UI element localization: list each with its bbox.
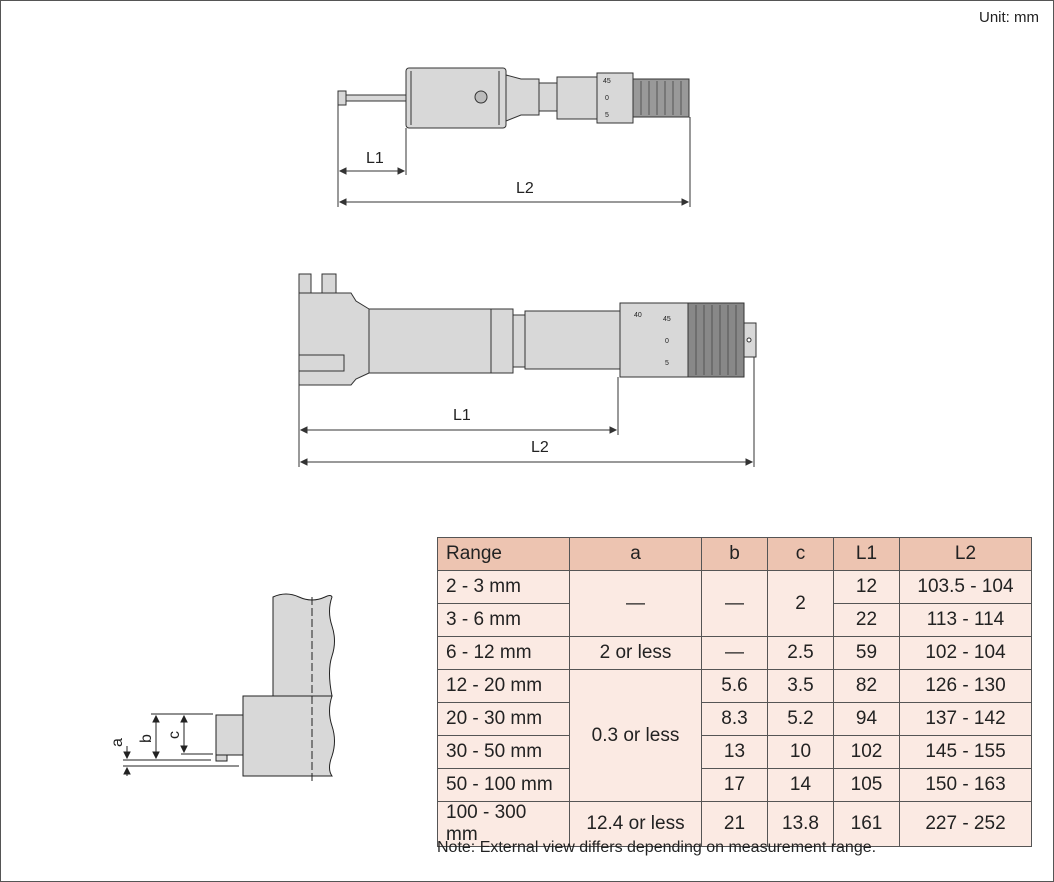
cell-range: 3 - 6 mm xyxy=(437,603,570,637)
anvil-detail-drawing xyxy=(215,593,335,783)
cell-range: 100 - 300 mm xyxy=(437,801,570,847)
scale-5: 5 xyxy=(665,360,669,367)
label-c: c xyxy=(166,731,183,739)
cell-b: 17 xyxy=(701,768,768,802)
label-l2: L2 xyxy=(531,439,549,456)
label-l1: L1 xyxy=(366,150,384,167)
cell-c: 2.5 xyxy=(767,636,834,670)
cell-l2: 102 - 104 xyxy=(899,636,1032,670)
header-a: a xyxy=(569,537,702,571)
cell-l2: 137 - 142 xyxy=(899,702,1032,736)
dimension-lines-2 xyxy=(298,357,755,467)
scale-45: 45 xyxy=(663,316,671,323)
label-a: a xyxy=(109,738,126,747)
cell-l1: 59 xyxy=(833,636,900,670)
label-l1: L1 xyxy=(453,407,471,424)
cell-a: 12.4 or less xyxy=(569,801,702,847)
table-row: 100 - 300 mm 12.4 or less 21 13.8 161 22… xyxy=(437,801,1032,847)
table-row: 50 - 100 mm 17 14 105 150 - 163 xyxy=(437,768,1032,802)
dimensions-table: Range a b c L1 L2 2 - 3 mm — — 2 12 103.… xyxy=(437,537,1032,847)
cell-range: 6 - 12 mm xyxy=(437,636,570,670)
cell-l1: 82 xyxy=(833,669,900,703)
scale-45: 45 xyxy=(603,78,611,85)
table-note: Note: External view differs depending on… xyxy=(437,839,877,856)
cell-l1: 12 xyxy=(833,570,900,604)
cell-b: 13 xyxy=(701,735,768,769)
table-row: 2 - 3 mm — — 2 12 103.5 - 104 xyxy=(437,570,1032,637)
cell-b: — xyxy=(701,570,768,637)
cell-range: 12 - 20 mm xyxy=(437,669,570,703)
table-row: 6 - 12 mm 2 or less — 2.5 59 102 - 104 xyxy=(437,636,1032,670)
table-row: 30 - 50 mm 13 10 102 145 - 155 xyxy=(437,735,1032,769)
gauge-drawing-large xyxy=(298,273,757,386)
cell-c: 5.2 xyxy=(767,702,834,736)
cell-l2: 103.5 - 104 xyxy=(899,570,1032,604)
detail-dimensions xyxy=(123,713,239,776)
scale-0: 0 xyxy=(665,338,669,345)
cell-a: 0.3 or less xyxy=(569,669,702,802)
cell-l2: 145 - 155 xyxy=(899,735,1032,769)
cell-b: — xyxy=(701,636,768,670)
scale-40: 40 xyxy=(634,312,642,319)
dimension-lines-1 xyxy=(337,105,691,207)
cell-l2: 150 - 163 xyxy=(899,768,1032,802)
table-row: 3 - 6 mm 22 113 - 114 xyxy=(437,603,1032,637)
cell-l1: 22 xyxy=(833,603,900,637)
header-l1: L1 xyxy=(833,537,900,571)
cell-c: 10 xyxy=(767,735,834,769)
header-range: Range xyxy=(437,537,570,571)
cell-c: 3.5 xyxy=(767,669,834,703)
table-row: 12 - 20 mm 0.3 or less 5.6 3.5 82 126 - … xyxy=(437,669,1032,802)
table-row: 20 - 30 mm 8.3 5.2 94 137 - 142 xyxy=(437,702,1032,736)
table-header-row: Range a b c L1 L2 xyxy=(437,537,1032,571)
header-l2: L2 xyxy=(899,537,1032,571)
gauge-drawing-small xyxy=(337,67,690,129)
cell-l1: 94 xyxy=(833,702,900,736)
cell-range: 20 - 30 mm xyxy=(437,702,570,736)
label-l2: L2 xyxy=(516,180,534,197)
cell-b: 5.6 xyxy=(701,669,768,703)
cell-range: 30 - 50 mm xyxy=(437,735,570,769)
cell-l2: 227 - 252 xyxy=(899,801,1032,847)
scale-5: 5 xyxy=(605,112,609,119)
cell-range: 2 - 3 mm xyxy=(437,570,570,604)
cell-l2: 113 - 114 xyxy=(899,603,1032,637)
label-b: b xyxy=(138,734,155,743)
cell-range: 50 - 100 mm xyxy=(437,768,570,802)
cell-a: 2 or less xyxy=(569,636,702,670)
cell-c: 13.8 xyxy=(767,801,834,847)
cell-l1: 102 xyxy=(833,735,900,769)
header-b: b xyxy=(701,537,768,571)
scale-0: 0 xyxy=(605,95,609,102)
header-c: c xyxy=(767,537,834,571)
cell-c: 2 xyxy=(767,570,834,637)
cell-a: — xyxy=(569,570,702,637)
cell-l1: 105 xyxy=(833,768,900,802)
cell-b: 21 xyxy=(701,801,768,847)
cell-l2: 126 - 130 xyxy=(899,669,1032,703)
unit-label: Unit: mm xyxy=(979,9,1039,26)
cell-c: 14 xyxy=(767,768,834,802)
cell-b: 8.3 xyxy=(701,702,768,736)
